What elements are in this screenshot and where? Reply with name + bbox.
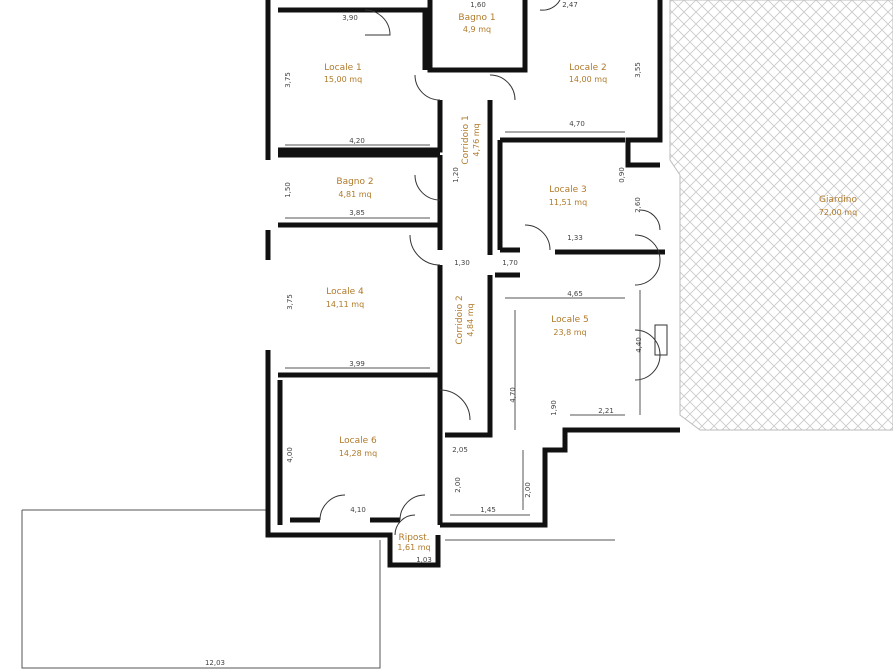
svg-text:4,40: 4,40 — [635, 337, 643, 353]
svg-text:4,76 mq: 4,76 mq — [472, 123, 481, 156]
room-label-locale-4: Locale 4 14,11 mq — [326, 287, 364, 309]
svg-text:Locale 4: Locale 4 — [326, 287, 364, 297]
dimension-lines — [285, 131, 641, 516]
svg-text:1,70: 1,70 — [502, 259, 518, 267]
garden-area — [669, 0, 893, 431]
svg-text:Ripost.: Ripost. — [398, 533, 429, 543]
svg-text:4,20: 4,20 — [349, 137, 365, 145]
svg-text:14,28 mq: 14,28 mq — [339, 449, 377, 458]
svg-text:Locale 6: Locale 6 — [339, 436, 377, 446]
svg-text:1,20: 1,20 — [452, 167, 460, 183]
svg-text:4,84 mq: 4,84 mq — [466, 303, 475, 336]
svg-text:11,51 mq: 11,51 mq — [549, 198, 587, 207]
svg-text:72,00 mq: 72,00 mq — [819, 208, 857, 217]
svg-text:0,90: 0,90 — [618, 167, 626, 183]
svg-text:2,60: 2,60 — [634, 197, 642, 213]
room-label-bagno-2: Bagno 2 4,81 mq — [336, 177, 373, 199]
svg-text:Corridoio 1: Corridoio 1 — [461, 115, 471, 164]
svg-text:Bagno 2: Bagno 2 — [336, 177, 373, 187]
svg-text:1,61 mq: 1,61 mq — [397, 543, 430, 552]
svg-text:Bagno 1: Bagno 1 — [458, 13, 495, 23]
svg-text:4,10: 4,10 — [350, 506, 366, 514]
room-label-locale-3: Locale 3 11,51 mq — [549, 185, 587, 207]
svg-text:2,00: 2,00 — [524, 482, 532, 498]
svg-text:3,85: 3,85 — [349, 209, 365, 217]
room-label-locale-1: Locale 1 15,00 mq — [324, 63, 362, 84]
svg-text:1,50: 1,50 — [284, 182, 292, 198]
svg-text:Corridoio 2: Corridoio 2 — [455, 295, 465, 344]
svg-text:2,05: 2,05 — [452, 446, 468, 454]
svg-text:1,60: 1,60 — [470, 1, 486, 9]
svg-text:2,21: 2,21 — [598, 407, 614, 415]
svg-text:Giardino: Giardino — [819, 195, 857, 205]
svg-text:1,33: 1,33 — [567, 234, 583, 242]
svg-text:1,30: 1,30 — [454, 259, 470, 267]
svg-text:2,47: 2,47 — [562, 1, 578, 9]
svg-text:3,90: 3,90 — [342, 14, 358, 22]
svg-text:12,03: 12,03 — [205, 659, 225, 667]
svg-text:15,00 mq: 15,00 mq — [324, 75, 362, 84]
outer-wall — [265, 0, 680, 568]
svg-text:3,55: 3,55 — [634, 62, 642, 78]
svg-text:4,65: 4,65 — [567, 290, 583, 298]
room-label-locale-2: Locale 2 14,00 mq — [569, 63, 607, 84]
svg-text:4,00: 4,00 — [286, 447, 294, 463]
svg-text:14,00 mq: 14,00 mq — [569, 75, 607, 84]
svg-text:1,90: 1,90 — [550, 400, 558, 416]
dimension-labels: 3,90 3,75 4,20 1,60 2,47 3,55 4,70 1,50 … — [205, 1, 643, 667]
room-label-locale-5: Locale 5 23,8 mq — [551, 315, 588, 337]
svg-text:1,45: 1,45 — [480, 506, 496, 514]
svg-text:3,99: 3,99 — [349, 360, 365, 368]
interior-walls — [277, 0, 665, 525]
doors — [319, 0, 668, 536]
svg-text:3,75: 3,75 — [286, 294, 294, 310]
svg-text:23,8 mq: 23,8 mq — [553, 328, 586, 337]
svg-text:Locale 1: Locale 1 — [324, 63, 361, 73]
svg-text:3,75: 3,75 — [284, 72, 292, 88]
outdoor-outline — [21, 509, 615, 669]
room-label-corridoio-1: Corridoio 1 4,76 mq — [461, 115, 481, 164]
svg-text:14,11 mq: 14,11 mq — [326, 300, 364, 309]
svg-text:4,81 mq: 4,81 mq — [338, 190, 371, 199]
svg-text:1,03: 1,03 — [416, 556, 432, 564]
svg-text:Locale 3: Locale 3 — [549, 185, 586, 195]
svg-text:2,00: 2,00 — [454, 477, 462, 493]
svg-text:Locale 5: Locale 5 — [551, 315, 588, 325]
room-label-corridoio-2: Corridoio 2 4,84 mq — [455, 295, 475, 344]
room-label-locale-6: Locale 6 14,28 mq — [339, 436, 377, 458]
room-label-ripostiglio: Ripost. 1,61 mq — [397, 533, 430, 552]
room-label-bagno-1: Bagno 1 4,9 mq — [458, 13, 495, 34]
svg-text:4,70: 4,70 — [509, 387, 517, 403]
svg-text:4,70: 4,70 — [569, 120, 585, 128]
svg-text:4,9 mq: 4,9 mq — [463, 25, 491, 34]
svg-text:Locale 2: Locale 2 — [569, 63, 606, 73]
room-label-giardino: Giardino 72,00 mq — [819, 195, 858, 217]
